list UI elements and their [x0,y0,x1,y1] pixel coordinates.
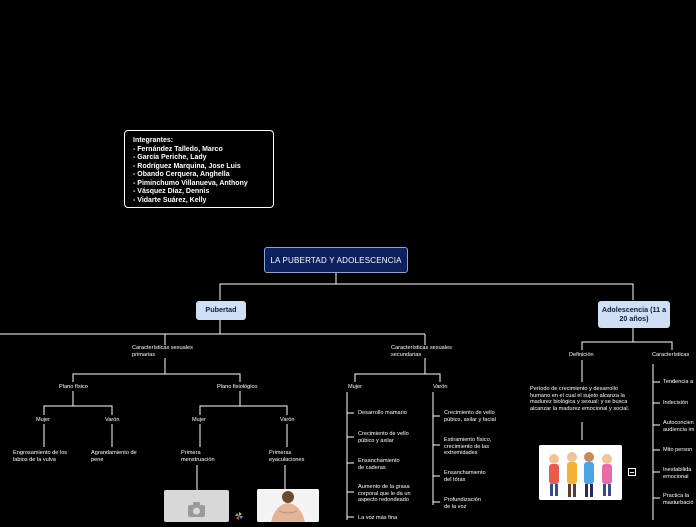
minus-icon [630,472,634,473]
sec-mujer-item[interactable]: Aumento de la grasa corporal que le da u… [358,484,411,504]
caracteristicas-label[interactable]: Características [652,352,690,358]
fisiologico-mujer-label[interactable]: Mujer [192,417,206,423]
topic-pubertad[interactable]: Pubertad [196,301,246,320]
caracteristica-item[interactable]: Indecisión [663,400,689,406]
plano-fisico-label[interactable]: Plano físico [59,384,88,390]
topic-adolescencia[interactable]: Adolescencia (11 a 20 años) [598,301,670,328]
caracteristica-item[interactable]: Practica la masturbació [663,493,694,506]
plano-fisiologico-label[interactable]: Plano fisiológico [217,384,258,390]
fisiologico-varon-item[interactable]: Primeras eyaculaciones [269,450,305,463]
sec-varon-item[interactable]: Profundización de la voz [444,497,482,510]
definicion-label[interactable]: Definición [569,352,594,358]
fisico-varon-label[interactable]: Varón [105,417,120,423]
fisico-mujer-label[interactable]: Mujer [36,417,50,423]
sec-mujer-label[interactable]: Mujer [348,384,362,390]
fisico-varon-item[interactable]: Agrandamiento de pene [91,450,137,463]
team-member: - García Periche, Lady [133,154,207,161]
caracteristica-item[interactable]: Autoconcien audiencia im [663,420,695,433]
fisico-mujer-item[interactable]: Engrosamiento de los labios de la vulva [13,450,68,463]
caracteristica-item[interactable]: Inestabilida emocional [663,467,692,480]
fisiologico-varon-label[interactable]: Varón [280,417,295,423]
sec-varon-label[interactable]: Varón [433,384,448,390]
sec-varon-item[interactable]: Crecimiento de vello púbico, axilar y fa… [444,410,496,423]
sec-varon-item[interactable]: Estiramiento físico, crecimiento de las … [444,437,492,457]
team-title: Integrantes: [133,137,174,144]
team-member: - Fernández Talledo, Marco [133,145,223,153]
team-members-box[interactable]: Integrantes: - Fernández Talledo, Marco … [124,130,274,208]
team-member: - Obando Cerquera, Anghella [133,171,230,178]
root-topic[interactable]: LA PUBERTAD Y ADOLESCENCIA [264,247,408,273]
camera-icon [188,502,205,517]
secundarias-label[interactable]: Características sexuales secundarias [391,345,452,358]
definicion-text[interactable]: Período de crecimiento y desarrollo huma… [530,386,630,412]
team-member: - Vásquez Díaz, Dennis [133,188,210,195]
team-member: - Vidarte Suárez, Kelly [133,196,207,204]
sec-mujer-item[interactable]: Crecimiento de vello púbico y axilar [358,431,409,444]
sec-varon-item[interactable]: Ensanchamiento del tórax [444,470,486,483]
primarias-label[interactable]: Características sexuales primarias [132,345,193,358]
caracteristica-item[interactable]: Mito person [663,447,693,453]
teens-image[interactable] [539,445,622,500]
fisiologico-mujer-item[interactable]: Primera menstruación [181,450,215,463]
team-member: - Piminchumo Villanueva, Anthony [133,179,248,187]
sec-mujer-item[interactable]: La voz más fina [358,515,398,521]
sec-mujer-item[interactable]: Desarrollo mamario [358,410,407,416]
team-member: - Rodríguez Marquina, Jose Luis [133,162,241,170]
pinwheel-icon [234,508,244,520]
collapse-toggle[interactable] [628,468,636,476]
sec-mujer-item[interactable]: Ensanchamiento de caderas [358,458,400,471]
body-image[interactable] [257,489,319,522]
caracteristica-item[interactable]: Tendencia a [663,379,694,385]
image-placeholder[interactable] [164,490,229,522]
